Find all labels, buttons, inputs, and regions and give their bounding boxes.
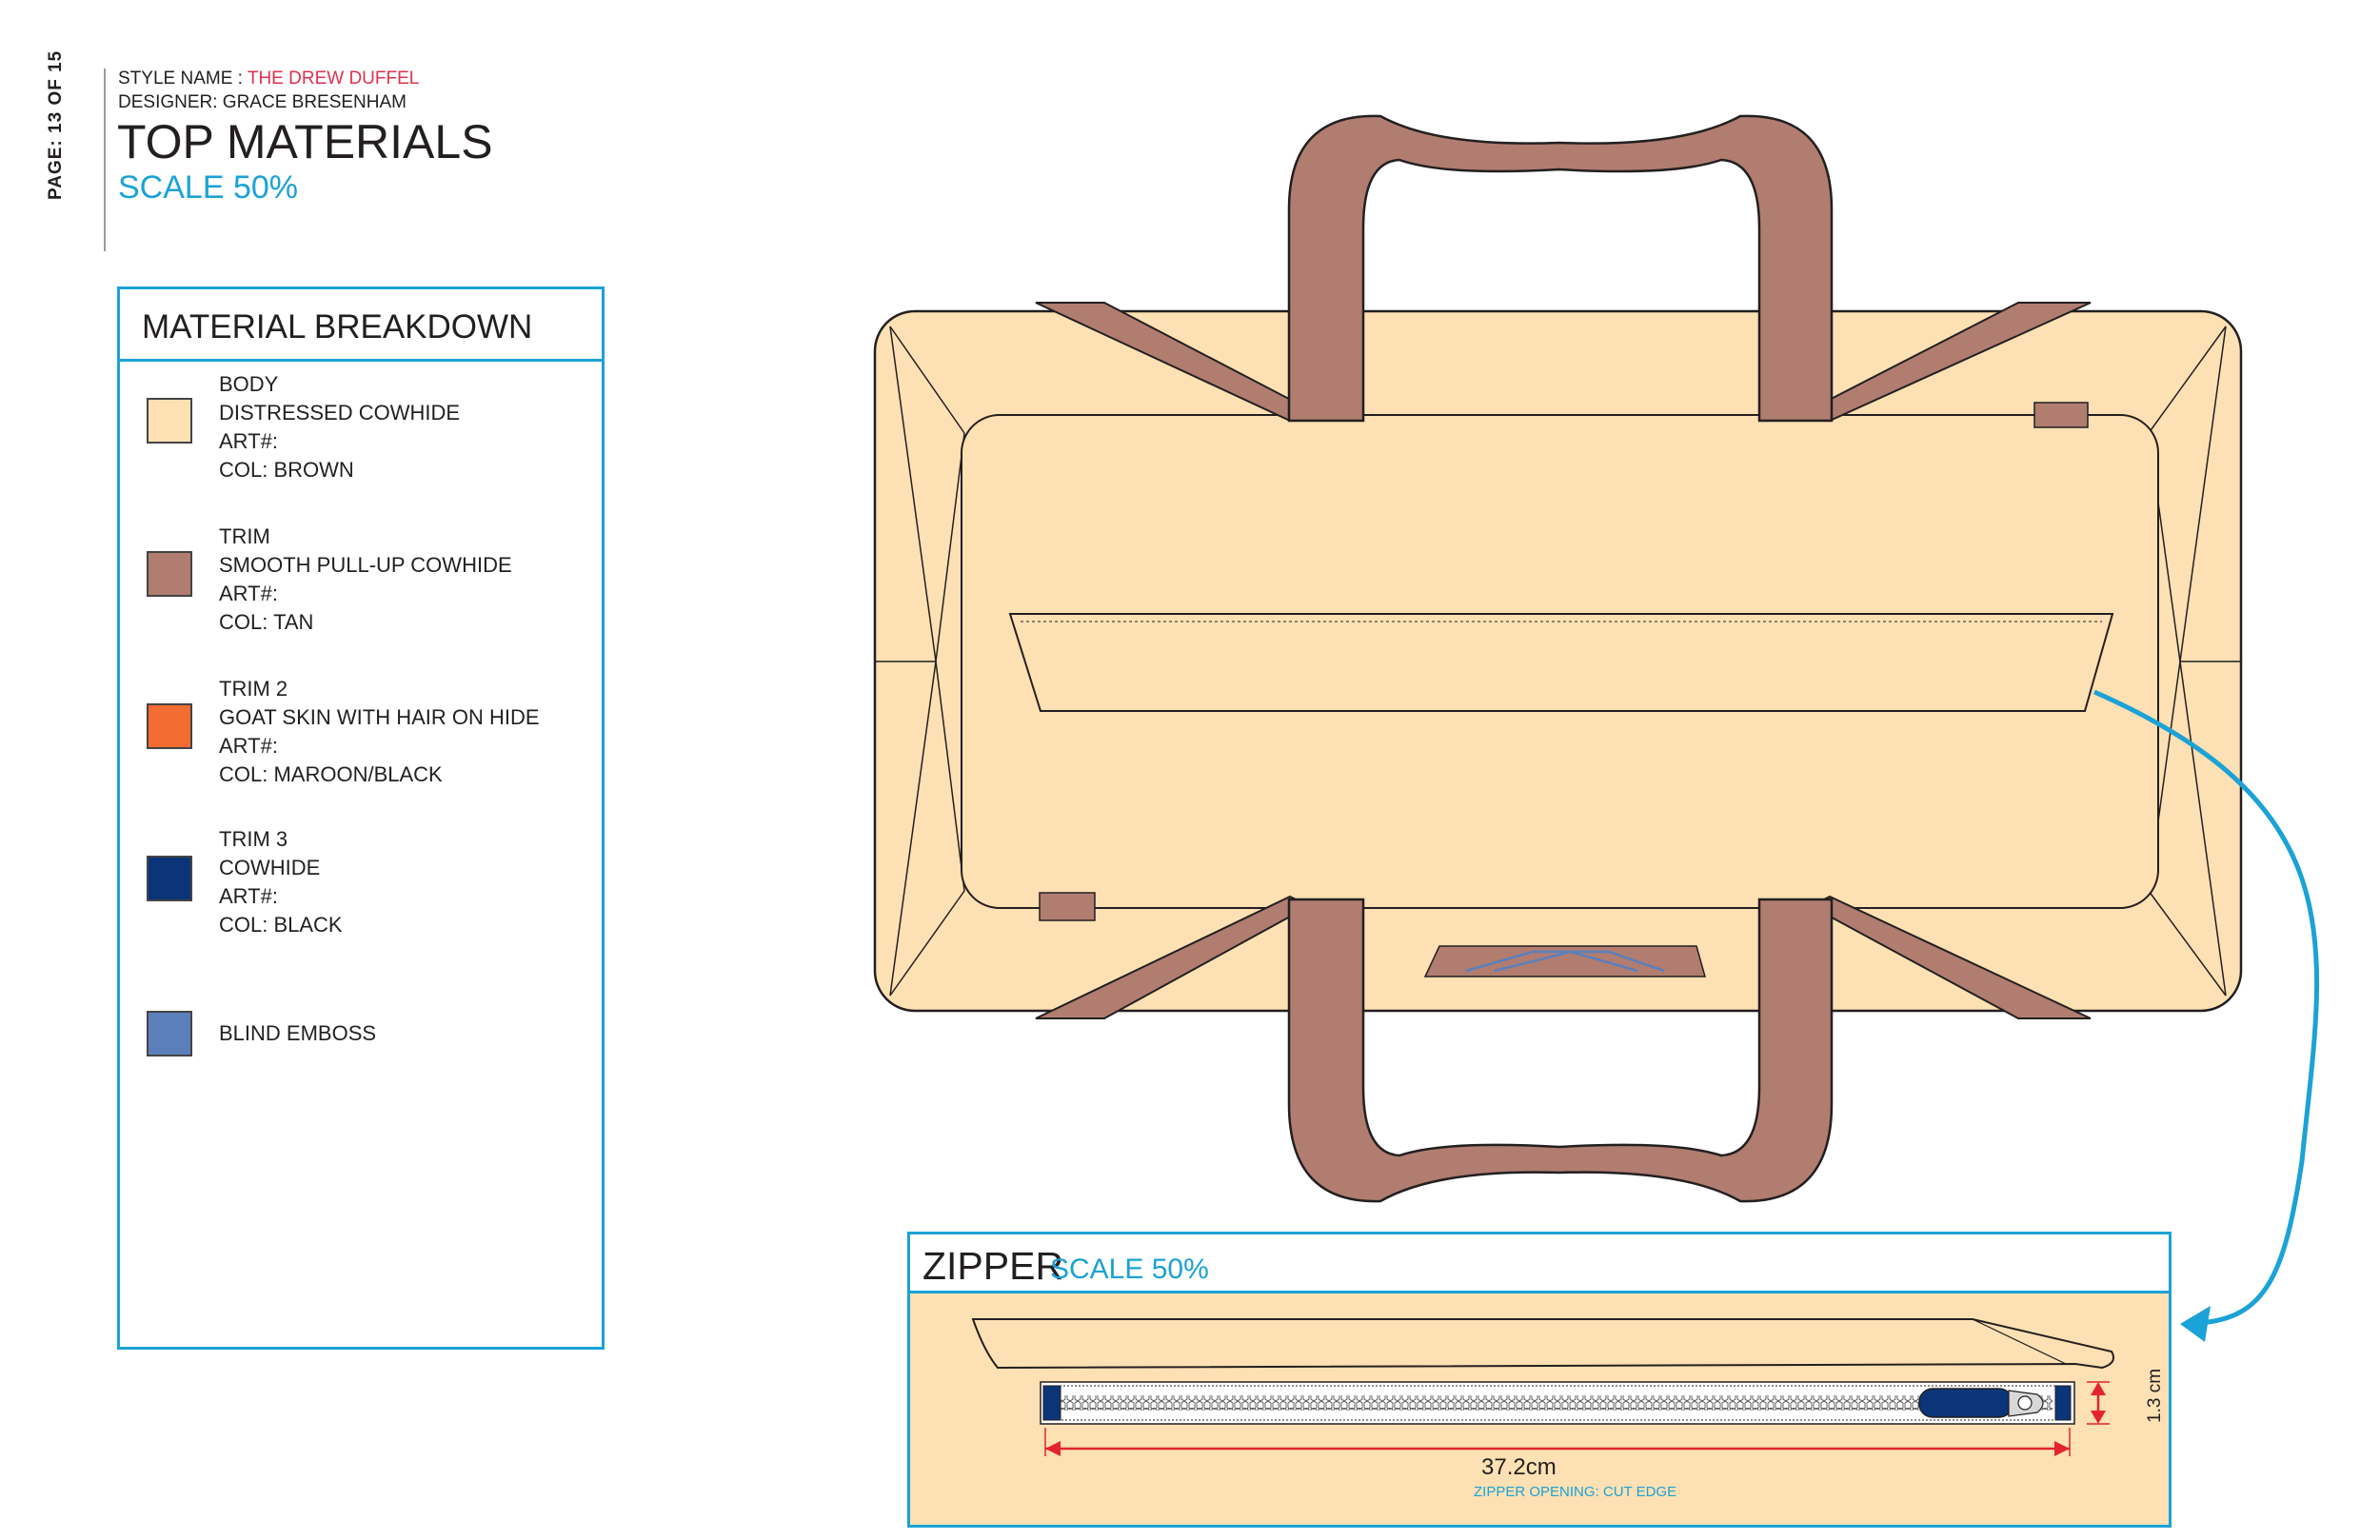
zipper-title: ZIPPER bbox=[922, 1244, 1064, 1288]
zipper-length-label: 37.2cm bbox=[1481, 1454, 1557, 1480]
material-color: COL: MAROON/BLACK bbox=[219, 762, 443, 786]
zipper-slider-ring bbox=[2017, 1395, 2033, 1411]
material-type: DISTRESSED COWHIDE bbox=[219, 401, 461, 424]
swatch-trim-2 bbox=[147, 703, 192, 749]
material-art: ART#: bbox=[219, 582, 278, 605]
material-blind-emboss-text: BLIND EMBOSS bbox=[219, 1019, 376, 1048]
zipper-callout-arrow bbox=[2092, 689, 2320, 1326]
style-name-value: THE DREW DUFFEL bbox=[247, 69, 420, 89]
dimension-arrow-left bbox=[1045, 1441, 1061, 1456]
zipper-detail-panel: ZIPPER SCALE 50% 37.2cm ZIPPER OPENING: … bbox=[907, 1232, 2172, 1528]
zipper-teeth bbox=[1059, 1395, 2053, 1411]
height-arrow-bottom bbox=[2091, 1411, 2106, 1424]
swatch-trim bbox=[147, 551, 192, 597]
page-title: TOP MATERIALS bbox=[117, 115, 493, 168]
material-name: TRIM 2 bbox=[219, 677, 288, 701]
zipper-pull bbox=[1918, 1388, 2013, 1418]
trim-tab-right bbox=[2033, 402, 2089, 428]
material-body-text: BODY DISTRESSED COWHIDE ART#: COL: BROWN bbox=[219, 370, 460, 484]
material-trim-2-text: TRIM 2 GOAT SKIN WITH HAIR ON HIDE ART#:… bbox=[219, 675, 540, 789]
zipper-detail-header: ZIPPER SCALE 50% bbox=[910, 1234, 2169, 1293]
zipper-note: ZIPPER OPENING: CUT EDGE bbox=[1474, 1484, 1677, 1500]
style-name: STYLE NAME : THE DREW DUFFEL bbox=[118, 69, 419, 89]
zipper-pocket bbox=[1008, 613, 2114, 712]
material-name: TRIM 3 bbox=[219, 827, 288, 851]
swatch-body bbox=[147, 398, 192, 444]
material-type: SMOOTH PULL-UP COWHIDE bbox=[219, 553, 512, 577]
material-type: GOAT SKIN WITH HAIR ON HIDE bbox=[219, 705, 540, 729]
material-breakdown-title: MATERIAL BREAKDOWN bbox=[142, 308, 533, 346]
swatch-blind-emboss bbox=[147, 1011, 192, 1056]
page-scale: SCALE 50% bbox=[118, 169, 298, 206]
zipper-flap bbox=[971, 1318, 2114, 1370]
swatch-trim-3 bbox=[147, 856, 192, 901]
style-name-label: STYLE NAME : bbox=[118, 69, 243, 89]
header-divider bbox=[104, 69, 106, 251]
material-art: ART#: bbox=[219, 884, 278, 908]
zipper-end-right bbox=[2054, 1385, 2072, 1421]
material-name: BODY bbox=[219, 372, 279, 396]
material-color: COL: BLACK bbox=[219, 913, 343, 937]
zipper-end-left bbox=[1042, 1385, 1061, 1421]
height-arrow-top bbox=[2091, 1382, 2106, 1395]
left-end-folds bbox=[875, 326, 965, 997]
designer: DESIGNER: GRACE BRESENHAM bbox=[118, 92, 407, 112]
material-color: COL: BROWN bbox=[219, 458, 354, 482]
logo-emboss-icon bbox=[1465, 950, 1665, 973]
material-trim-text: TRIM SMOOTH PULL-UP COWHIDE ART#: COL: T… bbox=[219, 523, 512, 637]
material-art: ART#: bbox=[219, 429, 278, 453]
trim-tab-left bbox=[1039, 892, 1096, 921]
zipper-flap-fold bbox=[1972, 1318, 2067, 1365]
material-name: BLIND EMBOSS bbox=[219, 1021, 377, 1045]
material-color: COL: TAN bbox=[219, 610, 314, 634]
zipper-callout-arrowhead bbox=[2180, 1306, 2211, 1342]
zipper-height-label: 1.3 cm bbox=[2145, 1368, 2165, 1423]
material-breakdown-header: MATERIAL BREAKDOWN bbox=[120, 289, 602, 362]
material-breakdown-panel: MATERIAL BREAKDOWN BODY DISTRESSED COWHI… bbox=[117, 286, 605, 1350]
material-name: TRIM bbox=[219, 524, 270, 548]
handle-top bbox=[1287, 114, 1834, 423]
zipper-scale: SCALE 50% bbox=[1050, 1254, 1209, 1285]
handle-bottom bbox=[1287, 898, 1834, 1203]
material-art: ART#: bbox=[219, 734, 278, 758]
material-trim-3-text: TRIM 3 COWHIDE ART#: COL: BLACK bbox=[219, 825, 343, 939]
material-type: COWHIDE bbox=[219, 856, 321, 879]
dimension-arrow-right bbox=[2054, 1441, 2070, 1456]
